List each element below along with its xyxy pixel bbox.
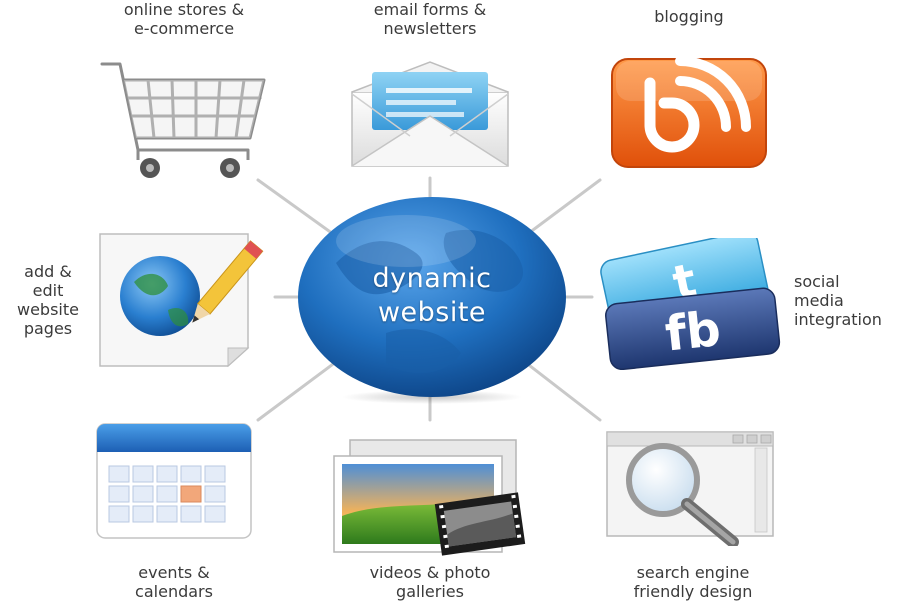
hub-label: dynamic website [372, 263, 492, 328]
social-label: social media integration [794, 272, 882, 329]
blogging-label: blogging [654, 7, 724, 26]
shopping-cart-icon [100, 62, 266, 178]
blogger-icon [611, 57, 767, 168]
svg-text:fb: fb [662, 301, 723, 362]
globe-pencil-icon [99, 233, 264, 368]
magnifier-icon [606, 431, 774, 546]
seo-label: search engine friendly design [633, 563, 753, 601]
social-media-icon: t fb [600, 238, 781, 370]
ecommerce-label: online stores & e-commerce [123, 0, 245, 38]
email-label: email forms & newsletters [373, 0, 487, 38]
events-label: events & calendars [135, 563, 213, 601]
globe-icon [298, 197, 566, 404]
calendar-icon [96, 423, 252, 539]
envelope-icon [351, 61, 509, 167]
photo-gallery-icon [333, 439, 526, 556]
galleries-label: videos & photo galleries [369, 563, 491, 601]
edit-pages-label: add & edit website pages [17, 262, 79, 338]
